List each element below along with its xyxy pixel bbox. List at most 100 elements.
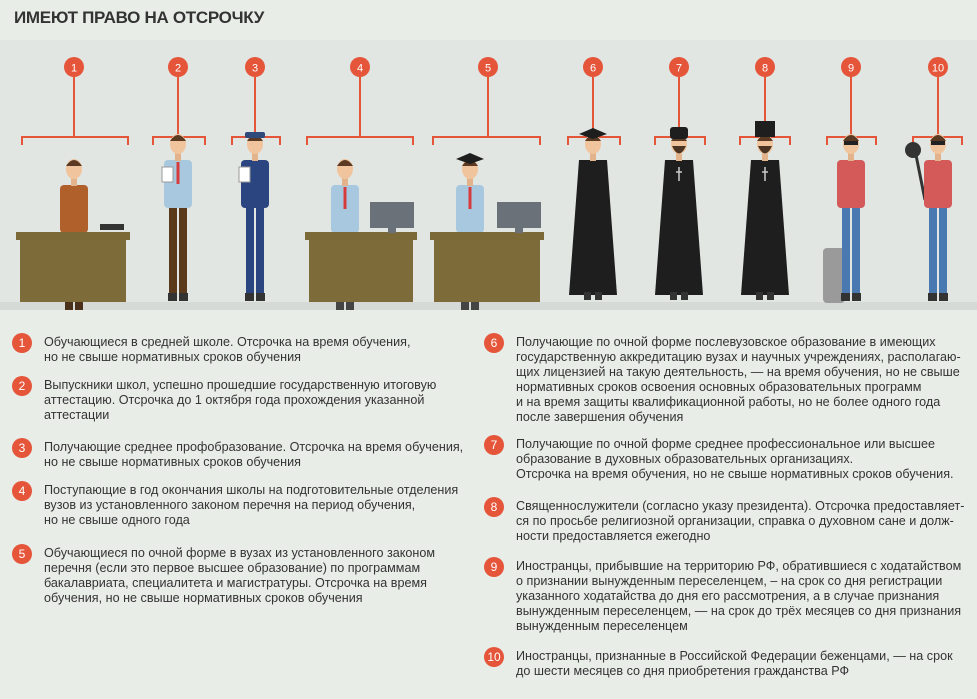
neck	[71, 177, 77, 186]
number-badge	[755, 57, 775, 77]
leg	[246, 205, 254, 295]
item-text-line: Обучающиеся в средней школе. Отсрочка на…	[44, 335, 411, 349]
number-label: 8	[762, 63, 768, 75]
item-text-line: государственную аккредитацию вузах и нау…	[516, 350, 961, 364]
cross	[676, 167, 682, 181]
klobuk	[670, 127, 688, 139]
item-text-line: обучения, но не свыше нормативных сроков…	[44, 591, 363, 605]
robe	[741, 160, 789, 295]
sunglasses	[844, 141, 858, 145]
item-text-line: аттестации	[44, 408, 110, 422]
sunglasses	[931, 141, 945, 145]
item-text-line: бакалавриата, специалитета и магистратур…	[44, 576, 427, 590]
item-text-line: ности предоставляется ежегодно	[516, 529, 711, 543]
robe	[569, 160, 617, 295]
desk-body	[20, 240, 126, 302]
monitor-stand	[515, 228, 523, 233]
number-badge	[168, 57, 188, 77]
shoe	[670, 292, 677, 300]
item-text-line: после завершения обучения	[516, 410, 684, 424]
number-label: 3	[252, 63, 258, 75]
item-text-line: но не свыше одного года	[44, 513, 190, 527]
neck	[848, 152, 854, 161]
number-badge	[350, 57, 370, 77]
item-number-badge: 10	[484, 647, 504, 667]
item-number-badge: 4	[12, 481, 32, 501]
deferment-item-7: Получающие по очной форме среднее профес…	[516, 437, 954, 482]
shoe	[756, 292, 763, 300]
torso	[924, 160, 952, 208]
item-text-line: Получающие среднее профобразование. Отср…	[44, 440, 464, 454]
item-text-line: но не свыше нормативных сроков обучения	[44, 455, 301, 469]
shoe	[841, 293, 850, 301]
leg	[169, 205, 177, 295]
hair	[930, 135, 946, 141]
graduation-cap	[456, 153, 484, 164]
neck	[762, 152, 768, 161]
cross	[762, 167, 768, 181]
item-text-line: но не свыше нормативных сроков обучения	[44, 350, 301, 364]
number-label: 1	[71, 63, 77, 75]
neck	[175, 152, 181, 161]
number-label: 6	[590, 63, 596, 75]
document	[161, 166, 174, 183]
number-badge	[841, 57, 861, 77]
item-text-line: щих лицензией на такую деятельность, — н…	[516, 365, 960, 379]
neck	[467, 177, 473, 186]
item-text-line: вузов из установленного законом перечня …	[44, 498, 416, 512]
neck	[935, 152, 941, 161]
neck	[252, 152, 258, 161]
item-text-line: и на время защиты квалификационной работ…	[516, 395, 941, 409]
suitcase	[823, 248, 845, 303]
shoe	[852, 293, 861, 301]
number-label: 2	[175, 63, 181, 75]
figure-10: 10	[912, 57, 963, 145]
person-3	[238, 132, 269, 301]
number-badge	[245, 57, 265, 77]
item-number-badge: 8	[484, 497, 504, 517]
document	[238, 166, 251, 183]
figure-9: 9	[826, 57, 877, 145]
desk-body	[309, 240, 413, 302]
item-text-line: Поступающие в год окончания школы на под…	[44, 483, 459, 497]
number-badge	[669, 57, 689, 77]
deferment-item-5: Обучающиеся по очной форме в вузах из ус…	[44, 546, 435, 606]
tie	[176, 162, 180, 184]
deferment-item-9: Иностранцы, прибывшие на территорию РФ, …	[516, 559, 961, 634]
hair	[170, 135, 186, 141]
bracket	[21, 136, 129, 145]
person-9	[837, 134, 865, 301]
person-7	[655, 127, 703, 300]
desk-1	[16, 232, 130, 302]
desk-5	[430, 232, 544, 302]
deferment-item-8: Священнослужители (согласно указу презид…	[516, 499, 964, 544]
item-text-line: Иностранцы, прибывшие на территорию РФ, …	[516, 559, 962, 573]
beard	[758, 146, 772, 154]
neck	[676, 152, 682, 161]
robe	[655, 160, 703, 295]
item-text-line: Священнослужители (согласно указу презид…	[516, 499, 965, 513]
item-text-line: указанного ходатайства до дня его рассмо…	[516, 589, 940, 603]
item-text-line: вынужденным переселенцем	[516, 619, 688, 633]
monitor-stand	[388, 228, 396, 233]
item-number-badge: 7	[484, 435, 504, 455]
bracket	[432, 136, 541, 145]
figure-4: 4	[306, 57, 414, 145]
hair	[337, 160, 353, 166]
deferment-item-6: Получающие по очной форме послевузовское…	[516, 335, 961, 425]
desk-top	[305, 232, 417, 240]
bindle	[905, 142, 921, 158]
shoe	[939, 293, 948, 301]
klobuk	[755, 121, 775, 137]
deferment-item-10: Иностранцы, признанные в Российской Феде…	[516, 649, 953, 679]
floor	[0, 302, 977, 310]
person-8	[741, 121, 789, 300]
item-text-line: Получающие по очной форме среднее профес…	[516, 437, 936, 451]
shoe	[179, 293, 188, 301]
deferment-item-3: Получающие среднее профобразование. Отср…	[44, 440, 463, 470]
number-badge	[583, 57, 603, 77]
beard	[672, 146, 686, 154]
number-label: 4	[357, 63, 363, 75]
